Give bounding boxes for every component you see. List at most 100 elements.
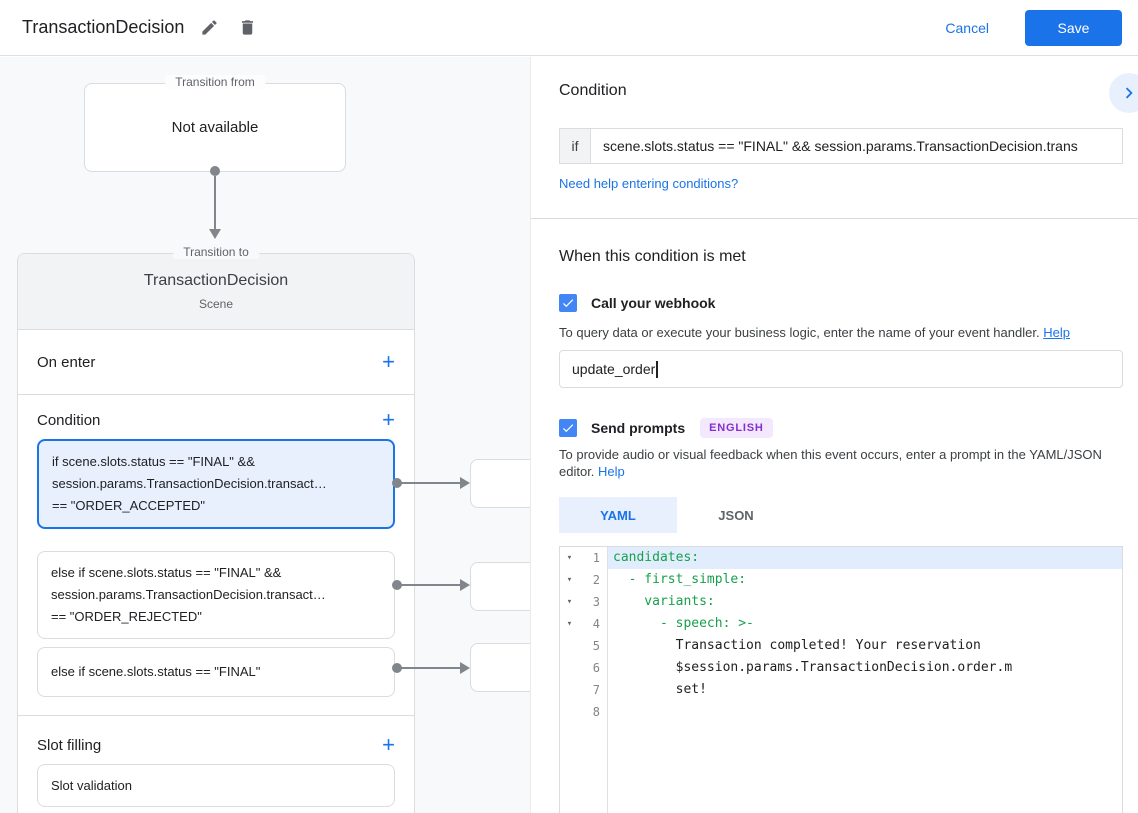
condition-panel-heading: Condition: [559, 82, 627, 99]
transition-target-node[interactable]: [470, 562, 530, 611]
code-text: variants:: [613, 594, 715, 609]
webhook-handler-value: update_order: [572, 361, 656, 377]
code-line: ▾ 3 variants:: [560, 591, 1122, 613]
app-header: TransactionDecision Cancel Save: [0, 0, 1138, 56]
prompts-checkbox[interactable]: [559, 419, 577, 437]
webhook-helper-text: To query data or execute your business l…: [559, 324, 1119, 341]
arrow-down-icon: [209, 229, 221, 239]
collapse-panel-button[interactable]: [1109, 73, 1138, 113]
fold-arrow-icon[interactable]: ▾: [566, 597, 573, 607]
if-prefix-label: if: [559, 128, 590, 164]
edit-scene-button[interactable]: [192, 11, 226, 45]
condition-card-final[interactable]: else if scene.slots.status == "FINAL": [37, 647, 395, 697]
code-line: ▾ 1 candidates:: [560, 547, 1122, 569]
prompts-toggle-row: Send prompts ENGLISH: [559, 418, 773, 438]
slot-filling-label: Slot filling: [37, 736, 102, 754]
check-icon: [562, 299, 574, 308]
transition-to-node: Transition to TransactionDecision Scene …: [17, 245, 415, 813]
code-line: ▾ 2 - first_simple:: [560, 569, 1122, 591]
transition-to-legend: Transition to: [173, 245, 259, 259]
line-number: 6: [592, 661, 600, 675]
webhook-checkbox[interactable]: [559, 294, 577, 312]
code-text: candidates:: [607, 547, 1122, 569]
trash-icon: [241, 20, 253, 35]
connector-dot: [210, 166, 220, 176]
save-button[interactable]: Save: [1025, 9, 1122, 46]
code-text: - first_simple:: [613, 572, 747, 587]
on-enter-section: On enter +: [18, 330, 414, 395]
condition-editor-panel: Condition if Need help entering conditio…: [530, 57, 1138, 813]
webhook-handler-input[interactable]: update_order: [559, 350, 1123, 388]
cancel-button[interactable]: Cancel: [945, 19, 989, 36]
conditions-help-link[interactable]: Need help entering conditions?: [559, 176, 739, 191]
fold-cell: [560, 701, 579, 723]
condition-section: Condition + if scene.slots.status == "FI…: [18, 395, 414, 716]
code-text: - speech: >-: [613, 616, 754, 631]
slot-validation-card[interactable]: Slot validation: [37, 764, 395, 807]
code-line: ▾ 4 - speech: >-: [560, 613, 1122, 635]
transition-arrow-line: [214, 176, 216, 230]
fold-arrow-icon[interactable]: ▾: [566, 619, 573, 629]
scene-type: Scene: [198, 297, 234, 311]
connector-dot: [392, 580, 402, 590]
fold-cell: [560, 657, 579, 679]
condition-card-line: == "ORDER_REJECTED": [51, 609, 202, 624]
transition-from-legend: Transition from: [165, 75, 265, 89]
yaml-editor[interactable]: ▾ 1 candidates: ▾ 2 - first_simple: ▾ 3 …: [559, 546, 1123, 813]
condition-card-line: else if scene.slots.status == "FINAL" &&: [51, 565, 282, 580]
condition-card-rejected[interactable]: else if scene.slots.status == "FINAL" &&…: [37, 551, 395, 639]
fold-cell: [560, 679, 579, 701]
line-number: 5: [592, 639, 600, 653]
fold-arrow-icon[interactable]: ▾: [566, 553, 573, 563]
condition-card-line: == "ORDER_ACCEPTED": [52, 498, 205, 513]
check-icon: [562, 424, 574, 433]
tab-json[interactable]: JSON: [677, 497, 795, 533]
arrow-right-icon: [460, 579, 470, 591]
transition-from-content: Not available: [171, 119, 259, 136]
condition-card-accepted[interactable]: if scene.slots.status == "FINAL" && sess…: [37, 439, 395, 529]
add-condition-button[interactable]: +: [382, 407, 395, 432]
condition-card-line: if scene.slots.status == "FINAL" &&: [52, 454, 255, 469]
webhook-helper-body: To query data or execute your business l…: [559, 325, 1040, 340]
chevron-right-icon: [1125, 87, 1133, 99]
pencil-icon: [202, 20, 217, 35]
condition-card-line: else if scene.slots.status == "FINAL": [51, 664, 261, 679]
prompts-helper-text: To provide audio or visual feedback when…: [559, 446, 1111, 480]
code-text: [607, 701, 1122, 723]
prompts-help-link[interactable]: Help: [598, 464, 625, 479]
on-enter-label: On enter: [37, 353, 96, 371]
tab-yaml[interactable]: YAML: [559, 497, 677, 533]
code-text: Transaction completed! Your reservation: [613, 638, 981, 653]
arrow-right-icon: [460, 477, 470, 489]
condition-expression-row: if: [559, 128, 1123, 164]
condition-label: Condition: [37, 411, 101, 429]
webhook-help-link[interactable]: Help: [1043, 325, 1070, 340]
connector-dot: [392, 478, 402, 488]
delete-scene-button[interactable]: [230, 11, 264, 45]
line-number: 7: [592, 683, 600, 697]
code-line: 6 $session.params.TransactionDecision.or…: [560, 657, 1122, 679]
transition-arrow-line: [400, 667, 460, 669]
line-number: 3: [592, 595, 600, 609]
arrow-right-icon: [460, 662, 470, 674]
transition-arrow-line: [400, 482, 460, 484]
line-number: 8: [592, 705, 600, 719]
transition-target-node[interactable]: [470, 643, 530, 692]
condition-expression-input[interactable]: [590, 128, 1123, 164]
code-line: 5 Transaction completed! Your reservatio…: [560, 635, 1122, 657]
connector-dot: [392, 663, 402, 673]
scene-header: TransactionDecision Scene: [18, 254, 414, 330]
add-on-enter-button[interactable]: +: [382, 349, 395, 374]
line-number: 2: [592, 573, 600, 587]
language-badge: ENGLISH: [700, 418, 773, 438]
transition-target-node[interactable]: [470, 459, 530, 508]
fold-arrow-icon[interactable]: ▾: [566, 575, 573, 585]
fold-cell: [560, 635, 579, 657]
prompts-label: Send prompts: [591, 420, 686, 436]
code-text: set!: [613, 682, 707, 697]
panel-divider: [531, 218, 1138, 219]
scene-name: TransactionDecision: [143, 272, 289, 289]
code-text: $session.params.TransactionDecision.orde…: [613, 660, 1013, 675]
add-slot-button[interactable]: +: [382, 732, 395, 757]
gutter-divider: [607, 547, 608, 813]
